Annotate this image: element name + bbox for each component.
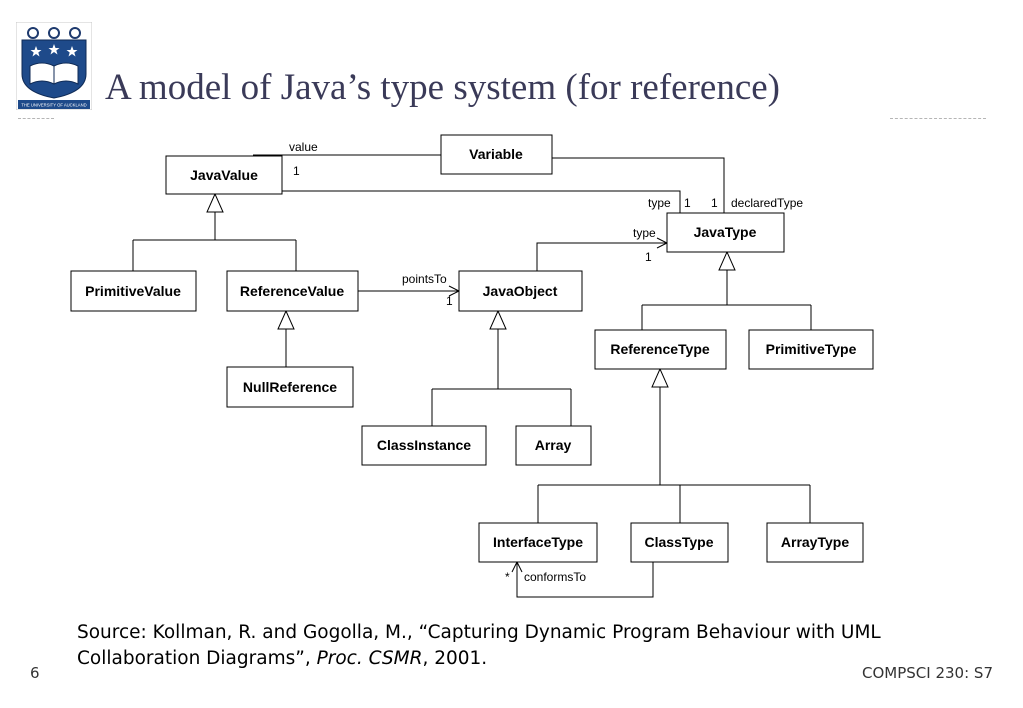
- assoc-objtype-line: [536, 242, 667, 271]
- multiplicity-objtype: 1: [645, 250, 652, 264]
- class-name-array: Array: [535, 437, 572, 453]
- class-box-referencevalue: [226, 270, 359, 312]
- class-name-primitivetype: PrimitiveType: [766, 341, 857, 357]
- class-box-referencetype: [594, 329, 727, 370]
- source-text: Source: Kollman, R. and Gogolla, M., “Ca…: [77, 622, 881, 669]
- assoc-type-line: [282, 190, 681, 213]
- class-name-arraytype: ArrayType: [781, 534, 849, 550]
- crest-icon: THE UNIVERSITY OF AUCKLAND: [15, 21, 93, 111]
- class-box-array: [515, 425, 592, 466]
- class-name-variable: Variable: [469, 146, 523, 162]
- class-name-javavalue: JavaValue: [190, 167, 258, 183]
- class-name-javatype: JavaType: [694, 224, 757, 240]
- class-box-primitivevalue: [70, 270, 197, 312]
- class-box-interfacetype: [478, 522, 598, 563]
- class-box-arraytype: [766, 522, 864, 563]
- multiplicity-value: 1: [293, 164, 300, 178]
- title-rule-right: [890, 118, 986, 119]
- class-box-variable: [440, 134, 553, 175]
- slide-title: A model of Java’s type system (for refer…: [105, 67, 780, 108]
- role-label-type: type: [648, 196, 671, 210]
- multiplicity-declaredtype: 1: [711, 196, 718, 210]
- multiplicity-type: 1: [684, 196, 691, 210]
- class-name-classtype: ClassType: [645, 534, 714, 550]
- class-box-primitivetype: [748, 329, 874, 370]
- source-citation: Source: Kollman, R. and Gogolla, M., “Ca…: [77, 620, 957, 672]
- class-box-classinstance: [361, 425, 487, 466]
- class-box-javatype: [666, 212, 785, 253]
- multiplicity-conformsto: *: [505, 570, 510, 584]
- class-name-referencetype: ReferenceType: [610, 341, 710, 357]
- class-box-javaobject: [458, 270, 583, 312]
- source-year: , 2001.: [422, 648, 488, 669]
- source-journal: Proc. CSMR: [316, 648, 423, 669]
- multiplicity-pointsto: 1: [446, 294, 453, 308]
- class-name-primitivevalue: PrimitiveValue: [85, 283, 181, 299]
- assoc-conformsto-line: [516, 562, 654, 598]
- class-box-classtype: [630, 522, 729, 563]
- class-name-nullreference: NullReference: [243, 379, 337, 395]
- class-name-interfacetype: InterfaceType: [493, 534, 583, 550]
- class-box-nullreference: [226, 366, 354, 408]
- generalization-arrow-referencetype: [651, 367, 669, 388]
- svg-text:THE UNIVERSITY OF AUCKLAND: THE UNIVERSITY OF AUCKLAND: [21, 103, 86, 108]
- class-name-classinstance: ClassInstance: [377, 437, 471, 453]
- university-logo: THE UNIVERSITY OF AUCKLAND: [15, 21, 93, 111]
- class-name-referencevalue: ReferenceValue: [240, 283, 344, 299]
- role-label-objtype: type: [633, 226, 656, 240]
- generalization-arrow-javaobject: [489, 309, 507, 330]
- class-name-javaobject: JavaObject: [483, 283, 558, 299]
- class-box-javavalue: [165, 155, 283, 195]
- generalization-arrow-javatype: [718, 250, 736, 271]
- course-footer: COMPSCI 230: S7: [862, 664, 993, 682]
- role-label-value: value: [289, 140, 318, 154]
- title-rule-left: [18, 118, 54, 119]
- slide-number: 6: [30, 664, 40, 682]
- role-label-declaredtype: declaredType: [731, 196, 803, 210]
- role-label-conformsto: conformsTo: [524, 570, 586, 584]
- generalization-arrow-referencevalue: [277, 309, 295, 330]
- generalization-arrow-javavalue: [206, 192, 224, 213]
- role-label-pointsto: pointsTo: [402, 272, 447, 286]
- assoc-declaredtype-line: [552, 157, 725, 213]
